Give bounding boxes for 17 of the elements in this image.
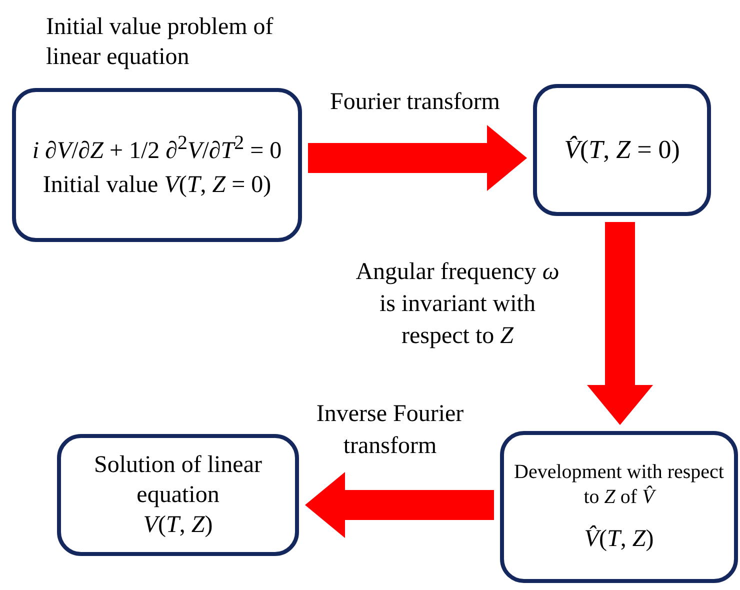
block-arrow: [587, 222, 653, 425]
box-heading: Initial value problem of linear equation: [46, 13, 274, 72]
edge-label: Inverse Fourier transform: [315, 400, 465, 461]
edge-label: Angular frequency ω is invariant with respect to Z: [354, 258, 560, 351]
block-arrow: [305, 472, 494, 538]
formula: V̂(T, Z): [584, 524, 654, 554]
formula: V̂(T, Z = 0): [564, 134, 680, 166]
formula: Initial value V(T, Z = 0): [42, 170, 272, 200]
formula: V(T, Z): [143, 511, 213, 540]
box-text: Solution of linear equation: [93, 451, 263, 510]
rounded-box: [500, 431, 738, 583]
box-text: Development with respect to Z of V̂: [514, 460, 724, 510]
rounded-box: [533, 84, 711, 216]
rounded-box: [57, 434, 299, 556]
block-arrow: [308, 125, 527, 191]
box-text: i ∂V/∂Z + 1/2 ∂$^{2}$V/∂T$^{2}$ = 0: [32, 130, 282, 166]
edge-label: Fourier transform: [329, 88, 501, 117]
